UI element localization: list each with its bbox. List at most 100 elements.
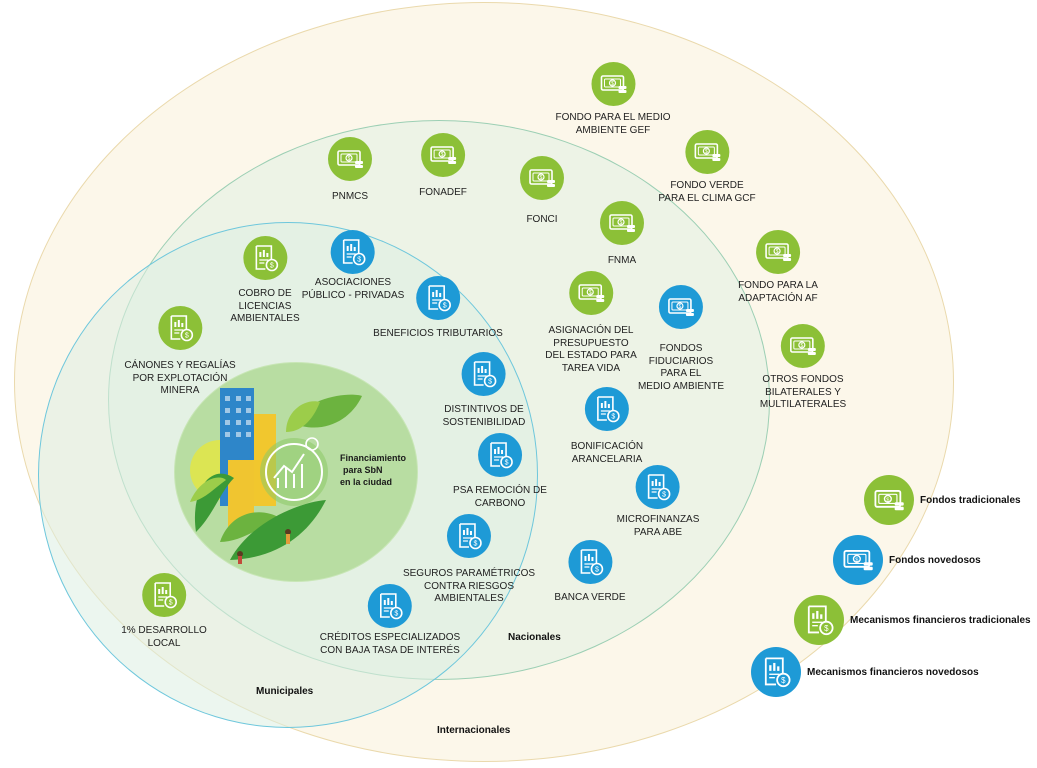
item-label-line: PÚBLICO - PRIVADAS (301, 289, 405, 301)
legend-label: Fondos novedosos (889, 554, 981, 566)
legend-label: Mecanismos financieros tradicionales (850, 614, 1031, 626)
item-label-line: FIDUCIARIOS (648, 355, 714, 367)
document-coin-icon (478, 433, 522, 477)
legend-label: Mecanismos financieros novedosos (807, 666, 979, 678)
item-label-line: AMBIENTE GEF (575, 124, 651, 136)
legend-mecanismos-novedosos: Mecanismos financieros novedosos (751, 647, 979, 697)
money-icon (591, 62, 635, 106)
item-label-line: CON BAJA TASA DE INTERÉS (320, 644, 460, 656)
document-coin-icon (243, 236, 287, 280)
item-label-line: BENEFICIOS TRIBUTARIOS (373, 328, 503, 339)
ring-label-internacionales: Internacionales (437, 725, 511, 736)
item-label-line: AMBIENTALES (230, 313, 300, 324)
item-label-line: BILATERALES Y (765, 386, 841, 398)
money-icon (421, 133, 465, 177)
item-pnmcs: PNMCS (328, 137, 372, 204)
item-label-line: FNMA (607, 255, 637, 266)
item-label-line: LOCAL (147, 637, 181, 649)
item-label-line: DISTINTIVOS DE (444, 404, 524, 415)
legend-label: Fondos tradicionales (920, 494, 1021, 506)
document-coin-icon (567, 540, 612, 584)
item-label-line: FONDO PARA LA (738, 280, 818, 291)
item-label-line: CRÉDITOS ESPECIALIZADOS (319, 632, 461, 643)
document-coin-icon (368, 584, 412, 628)
document-coin-icon (142, 573, 186, 617)
item-label-line: TAREA VIDA (561, 362, 621, 374)
document-coin-icon (158, 306, 202, 350)
money-icon (780, 324, 825, 368)
item-label-line: MINERA (160, 385, 200, 396)
money-icon (328, 137, 372, 181)
money-icon (568, 271, 613, 315)
center-caption: Financiamiento para SbN en la ciudad (340, 452, 406, 488)
item-label-line: ADAPTACIÓN AF (738, 292, 818, 304)
document-coin-icon (794, 595, 844, 645)
item-label-line: ARANCELARIA (571, 453, 643, 465)
item-label-line: FONADEF (419, 187, 467, 198)
item-fnma: FNMA (600, 201, 644, 268)
money-icon (833, 535, 883, 585)
legend-fondos-novedosos: Fondos novedosos (833, 535, 981, 585)
item-label-line: 1% DESARROLLO (121, 625, 207, 636)
ring-label-nacionales: Nacionales (508, 632, 561, 643)
item-label-line: AMBIENTALES (434, 593, 504, 604)
item-label-line: CÁNONES Y REGALÍAS (124, 360, 236, 371)
item-label-line: FONDO PARA EL MEDIO (555, 112, 671, 123)
item-label-line: POR EXPLOTACIÓN (132, 372, 228, 384)
document-coin-icon (447, 514, 491, 558)
item-label-line: SEGUROS PARAMÉTRICOS (402, 568, 536, 579)
item-label-line: PARA EL (660, 368, 702, 379)
item-label-line: PARA AbE (633, 526, 683, 538)
item-label-line: FONCI (526, 214, 558, 225)
item-label-line: OTROS FONDOS (762, 374, 844, 385)
item-fonci: FONCI (520, 156, 564, 227)
item-label-line: FONDO VERDE (670, 180, 744, 191)
center-line-2: para SbN (343, 465, 383, 475)
document-coin-icon (584, 387, 629, 431)
money-icon (520, 156, 564, 200)
money-icon (684, 130, 729, 174)
item-label-line: PARA EL CLIMA GCF (658, 192, 756, 204)
item-label-line: SOSTENIBILIDAD (442, 416, 526, 428)
city-illustration (190, 388, 362, 564)
item-label-line: ASIGNACIÓN DEL (548, 325, 634, 336)
item-beneficios-tributarios: BENEFICIOS TRIBUTARIOS (373, 276, 503, 341)
document-coin-icon (331, 230, 375, 274)
item-fonadef: FONADEF (419, 133, 467, 200)
money-icon (659, 285, 703, 329)
legend-mecanismos-tradicionales: Mecanismos financieros tradicionales (794, 595, 1031, 645)
item-label-line: DEL ESTADO PARA (545, 350, 637, 361)
item-label-line: BANCA VERDE (554, 592, 626, 603)
item-label-line: CONTRA RIESGOS (423, 580, 514, 592)
item-label-line: ASOCIACIONES (314, 277, 392, 288)
center-line-1: Financiamiento (340, 453, 407, 463)
item-label-line: PNMCS (331, 191, 369, 202)
item-label-line: MULTILATERALES (759, 399, 847, 410)
document-coin-icon (636, 465, 680, 509)
item-label-line: COBRO DE (238, 288, 292, 299)
money-icon (600, 201, 644, 245)
item-label-line: PSA REMOCIÓN DE (453, 485, 547, 496)
document-coin-icon (416, 276, 460, 320)
item-banca-verde: BANCA VERDE (554, 540, 626, 605)
item-label-line: PRESUPUESTO (553, 337, 629, 349)
legend-fondos-tradicionales: Fondos tradicionales (864, 475, 1021, 525)
money-icon (864, 475, 914, 525)
item-label-line: MEDIO AMBIENTE (637, 380, 725, 392)
